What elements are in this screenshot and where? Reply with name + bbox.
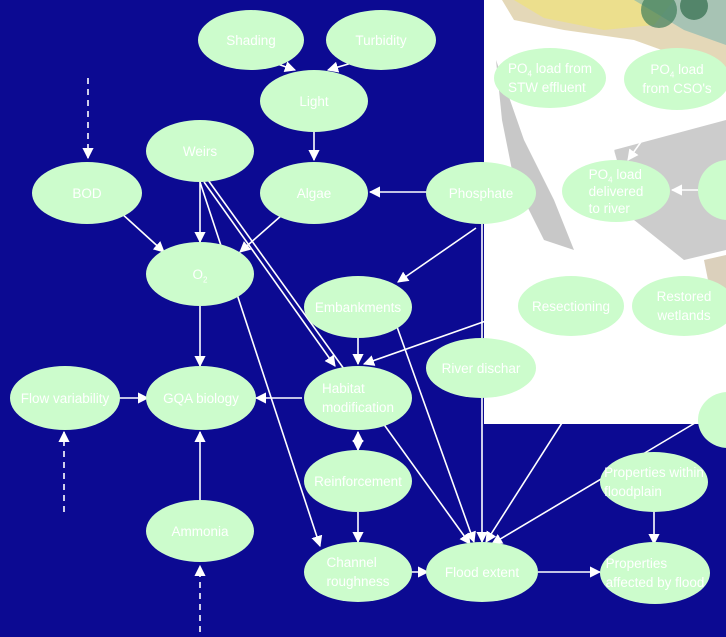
edge-right-flood [491, 419, 701, 545]
node-light: Light [260, 70, 368, 132]
node-algae: Algae [260, 162, 368, 224]
node-reinforcement: Reinforcement [304, 450, 412, 512]
node-river-discharge: River dischar [426, 338, 536, 398]
node-bod: BOD [32, 162, 142, 224]
edge-weirs-flood [207, 179, 471, 545]
edge-algae-o2 [239, 214, 283, 253]
edge-embankments-flood [395, 323, 476, 544]
node-flood-extent: Flood extent [426, 542, 538, 602]
node-embankments: Embankments [304, 276, 412, 338]
edge-phosphate-embankments [397, 227, 477, 283]
node-ammonia: Ammonia [146, 500, 254, 562]
node-gqa-biology: GQA biology [146, 366, 256, 430]
edge-wetlands-flood [485, 331, 621, 543]
node-properties-within: Properties within floodplain [600, 452, 708, 512]
node-po4-stw: PO4 load from STW effluent [494, 48, 606, 108]
node-resectioning: Resectioning [518, 276, 624, 336]
node-po4-cso: PO4 load from CSO's [624, 48, 726, 110]
node-properties-affected: Properties affected by flood [600, 542, 710, 604]
node-o2: O2 [146, 242, 254, 306]
edge-bod-o2 [119, 211, 165, 253]
node-shading: Shading [198, 10, 304, 70]
node-restored-wetlands: Restored wetlands [632, 276, 726, 336]
edge-resectioning-habitat [362, 315, 501, 366]
edge-weirs-channel [199, 181, 323, 548]
edge-weirs-habitat [203, 181, 336, 367]
node-channel-roughness: Channel roughness [304, 542, 412, 602]
edge-stw-delivered [585, 105, 615, 161]
node-weirs: Weirs [146, 120, 254, 182]
node-turbidity: Turbidity [326, 10, 436, 70]
node-habitat-modification: Habitat modification [304, 366, 412, 430]
node-po4-delivered: PO4 load delivered to river [562, 160, 670, 222]
node-phosphate: Phosphate [426, 162, 536, 224]
o2-subscript: 2 [203, 275, 208, 285]
node-flow-variability: Flow variability [10, 366, 120, 430]
o2-label: O [192, 266, 204, 282]
edge-cso-delivered [627, 109, 665, 161]
